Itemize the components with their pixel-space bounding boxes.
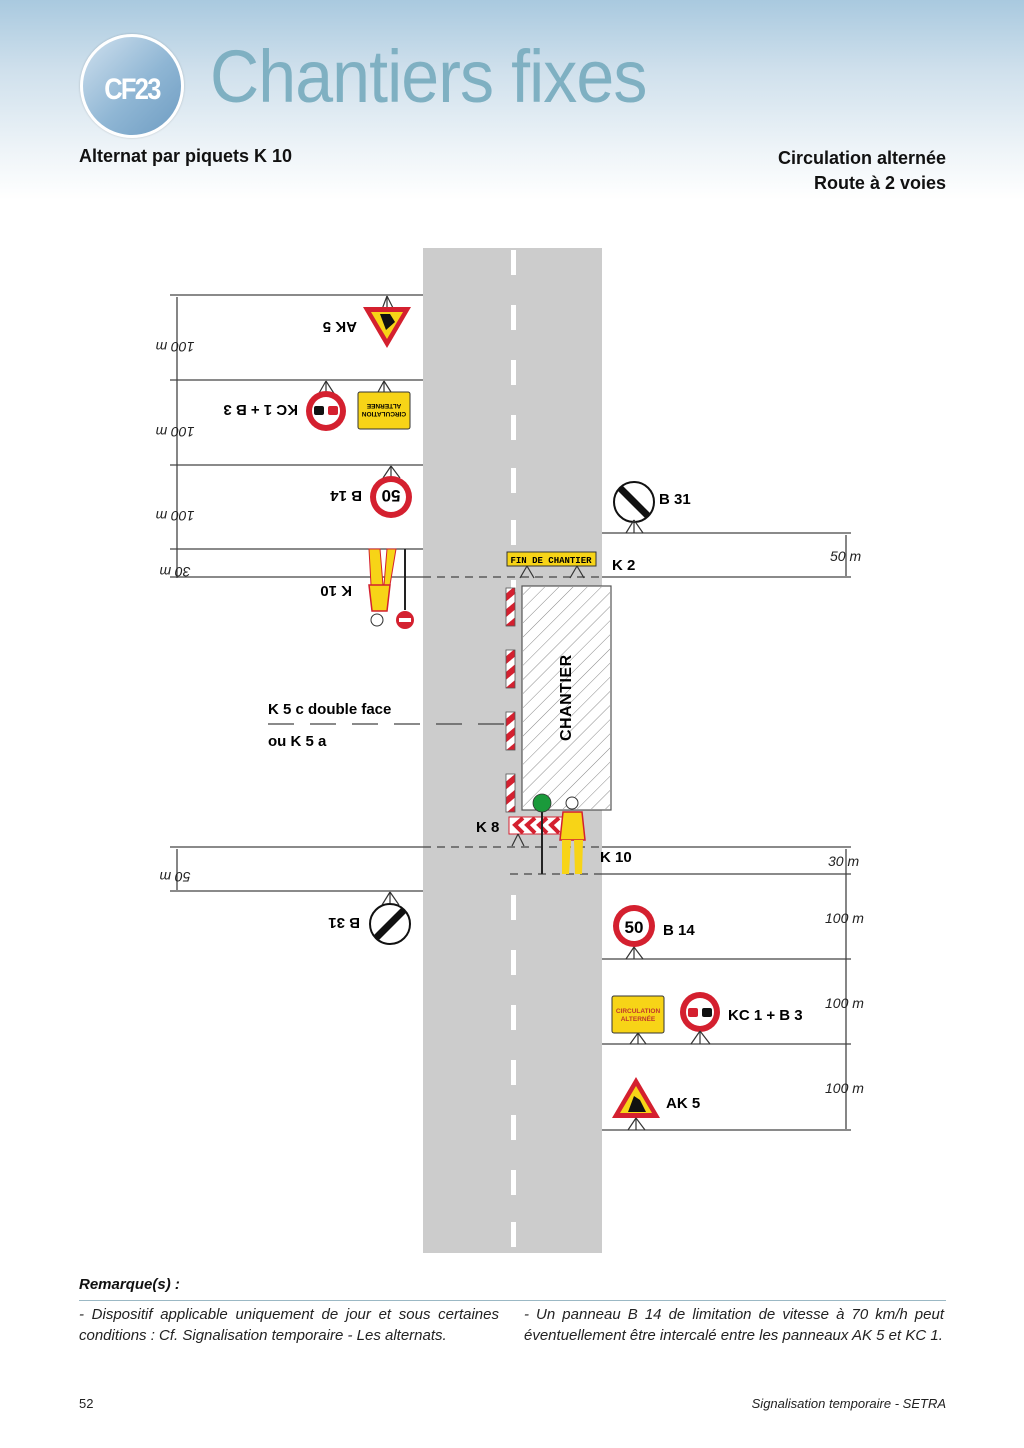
subtitle-right: Circulation alternée Route à 2 voies	[778, 146, 946, 196]
right-b14-value: 50	[625, 918, 644, 937]
left-circulation-sign-line1: CIRCULATION	[362, 410, 407, 417]
left-b31-sign	[369, 891, 411, 945]
k5-label-line2: ou K 5 a	[268, 733, 327, 750]
left-distance-5: 50 m	[159, 869, 190, 885]
right-circulation-sign: CIRCULATION ALTERNÉE	[611, 995, 665, 1045]
lane-centerline	[511, 250, 516, 1247]
right-kc1-b3-sign	[680, 992, 720, 1045]
fin-chantier-text: FIN DE CHANTIER	[510, 556, 592, 566]
k2-fin-de-chantier-sign: FIN DE CHANTIER	[506, 551, 597, 579]
left-ak5-sign	[363, 295, 411, 348]
left-kc1-b3-label: KC 1 + B 3	[223, 401, 298, 418]
remarks-divider	[79, 1300, 946, 1301]
k8-label: K 8	[476, 819, 499, 836]
left-dimension-lines	[170, 294, 423, 892]
right-kc1-b3-label: KC 1 + B 3	[728, 1007, 803, 1024]
left-k10-flagger	[368, 548, 414, 629]
dashed-reference-lines	[423, 576, 602, 875]
left-b31-label: B 31	[328, 914, 360, 931]
left-distance-3: 100 m	[155, 508, 194, 524]
page-number: 52	[79, 1396, 94, 1411]
left-k10-label: K 10	[320, 582, 352, 599]
right-k10-label: K 10	[600, 849, 632, 866]
footer-source: Signalisation temporaire - SETRA	[751, 1396, 946, 1411]
remark-left: - Dispositif applicable uniquement de jo…	[79, 1306, 499, 1344]
remark-right: - Un panneau B 14 de limitation de vites…	[524, 1306, 944, 1344]
right-distance-1: 50 m	[830, 548, 861, 564]
left-distance-4: 30 m	[159, 564, 190, 580]
badge-label: CF23	[104, 73, 161, 106]
left-distance-1: 100 m	[155, 339, 194, 355]
right-distance-5: 100 m	[825, 1080, 864, 1096]
left-circulation-sign-line2: ALTERNEE	[366, 402, 401, 409]
work-zone-hatch	[523, 587, 610, 809]
right-ak5-sign	[612, 1077, 660, 1131]
right-dimension-lines	[602, 532, 851, 1131]
right-k10-flagger	[532, 793, 586, 874]
left-kc1-b3-sign	[306, 380, 346, 431]
right-distance-4: 100 m	[825, 995, 864, 1011]
subtitle-right-line2: Route à 2 voies	[813, 173, 946, 193]
k8-chevron-barrier	[508, 816, 565, 847]
right-circulation-sign-line1: CIRCULATION	[616, 1008, 661, 1015]
k5-label-line1: K 5 c double face	[268, 701, 391, 718]
right-b14-sign: 50	[613, 905, 655, 960]
left-b14-sign: 50	[370, 465, 412, 518]
right-b31-sign	[613, 481, 655, 534]
right-distance-2: 30 m	[828, 853, 859, 869]
right-b14-label: B 14	[663, 922, 695, 939]
left-circulation-sign: CIRCULATION ALTERNEE	[357, 380, 411, 430]
left-b14-value: 50	[382, 486, 401, 505]
right-ak5-label: AK 5	[666, 1095, 700, 1112]
subtitle-left: Alternat par piquets K 10	[79, 146, 293, 166]
right-circulation-sign-line2: ALTERNÉE	[621, 1014, 656, 1023]
left-b14-label: B 14	[330, 487, 362, 504]
k2-label: K 2	[612, 557, 635, 574]
subtitle-right-line1: Circulation alternée	[777, 148, 946, 168]
left-ak5-label: AK 5	[323, 318, 357, 335]
k5-cones	[505, 587, 516, 813]
right-b31-label: B 31	[659, 491, 691, 508]
left-distance-2: 100 m	[155, 424, 194, 440]
work-zone-label: CHANTIER	[558, 654, 575, 741]
page-title: Chantiers fixes	[210, 35, 647, 118]
section-badge: CF23	[80, 34, 184, 138]
right-distance-3: 100 m	[825, 910, 864, 926]
remarks-title: Remarque(s) :	[79, 1276, 180, 1293]
